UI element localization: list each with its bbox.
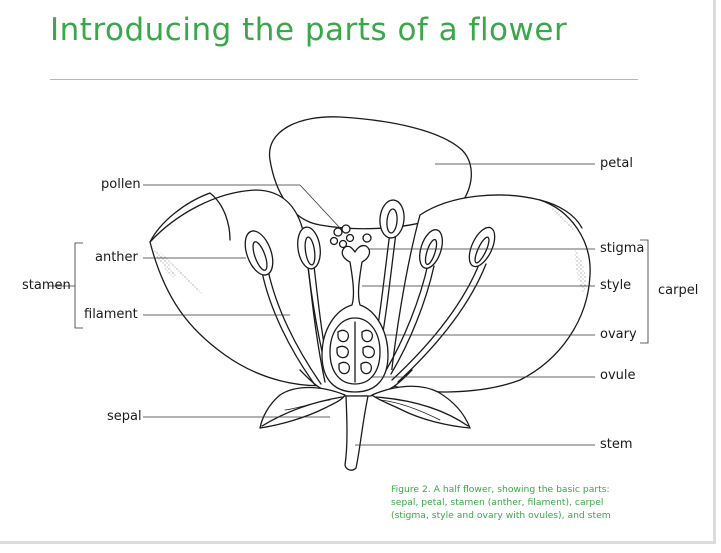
- label-stem: stem: [600, 437, 633, 453]
- label-pollen: pollen: [101, 177, 141, 193]
- label-filament: filament: [84, 307, 138, 323]
- label-style: style: [600, 278, 631, 294]
- caption-line-2: sepal, petal, stamen (anther, filament),…: [391, 496, 641, 509]
- label-ovule: ovule: [600, 368, 636, 384]
- flower-diagram: [0, 0, 713, 541]
- label-petal: petal: [600, 156, 633, 172]
- label-sepal: sepal: [107, 409, 142, 425]
- label-stigma: stigma: [600, 241, 644, 257]
- label-stamen: stamen: [22, 278, 71, 294]
- flower-stem: [345, 396, 368, 470]
- label-anther: anther: [95, 250, 138, 266]
- sepal-right: [372, 386, 470, 428]
- sepal-left: [260, 388, 345, 429]
- figure-frame: Introducing the parts of a flower: [0, 0, 716, 544]
- caption-line-3: (stigma, style and ovary with ovules), a…: [391, 509, 641, 522]
- caption-line-1: Figure 2. A half flower, showing the bas…: [391, 483, 641, 496]
- label-ovary: ovary: [600, 327, 637, 343]
- stamen-bracket: [75, 243, 83, 328]
- label-carpel: carpel: [658, 283, 698, 299]
- figure-caption: Figure 2. A half flower, showing the bas…: [391, 483, 641, 522]
